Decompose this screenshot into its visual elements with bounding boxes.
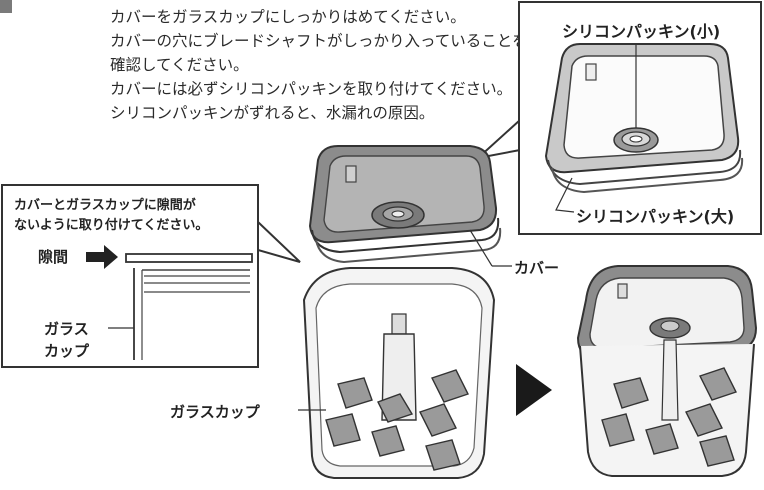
cover-illustration — [308, 145, 512, 267]
label-gap: 隙間 — [38, 248, 69, 266]
instruction-line-2: カバーの穴にブレードシャフトがしっかり入っていることを — [110, 32, 528, 50]
assembled-cup-illustration — [576, 265, 758, 477]
label-silicone-small: シリコンパッキン(小) — [562, 22, 721, 41]
label-glass-cup: ガラスカップ — [170, 403, 260, 421]
label-glass-cup-detail-2: カップ — [44, 342, 90, 360]
zoom-pointer-left — [257, 219, 301, 263]
instruction-line-4: カバーには必ずシリコンパッキンを取り付けてください。 — [110, 80, 513, 98]
gap-note-line-2: ないように取り付けてください。 — [14, 218, 209, 233]
label-glass-cup-detail-1: ガラス — [44, 320, 89, 338]
label-cover: カバー — [514, 259, 560, 277]
gap-note-line-1: カバーとガラスカップに隙間が — [14, 198, 196, 213]
instruction-line-1: カバーをガラスカップにしっかりはめてください。 — [110, 8, 466, 26]
label-silicone-large: シリコンパッキン(大) — [576, 207, 735, 226]
glass-cup-illustration — [298, 267, 496, 479]
gap-detail-illustration — [86, 245, 253, 360]
zoom-cover-illustration — [544, 43, 744, 213]
instruction-line-3: 確認してください。 — [110, 56, 249, 74]
gap-arrow — [86, 245, 118, 269]
next-step-arrow-icon — [516, 364, 552, 416]
instruction-line-5: シリコンパッキンがずれると、水漏れの原因。 — [110, 104, 435, 122]
step-marker — [0, 0, 12, 13]
